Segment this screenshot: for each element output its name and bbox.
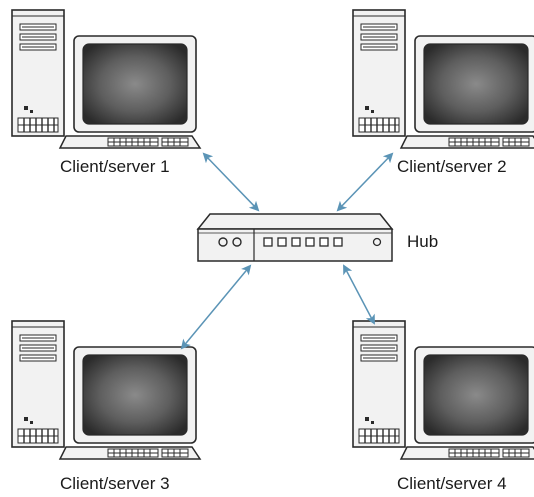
computer-1 — [11, 9, 201, 149]
double-arrow-icon — [202, 152, 260, 212]
computer-3 — [11, 320, 201, 460]
hub-icon — [196, 213, 394, 262]
computer-icon — [11, 9, 201, 149]
hub-label: Hub — [407, 232, 438, 251]
computer-icon — [352, 320, 534, 460]
double-arrow-icon — [336, 152, 394, 212]
double-arrow-icon — [343, 264, 375, 325]
computer-4 — [352, 320, 534, 460]
computer-icon — [352, 9, 534, 149]
computer-icon — [11, 320, 201, 460]
client-server-3-label: Client/server 3 — [60, 474, 170, 493]
client-server-4-label: Client/server 4 — [397, 474, 507, 493]
client-server-2-label: Client/server 2 — [397, 157, 507, 176]
client-server-1-label: Client/server 1 — [60, 157, 170, 176]
double-arrow-icon — [180, 264, 252, 350]
computer-2 — [352, 9, 534, 149]
